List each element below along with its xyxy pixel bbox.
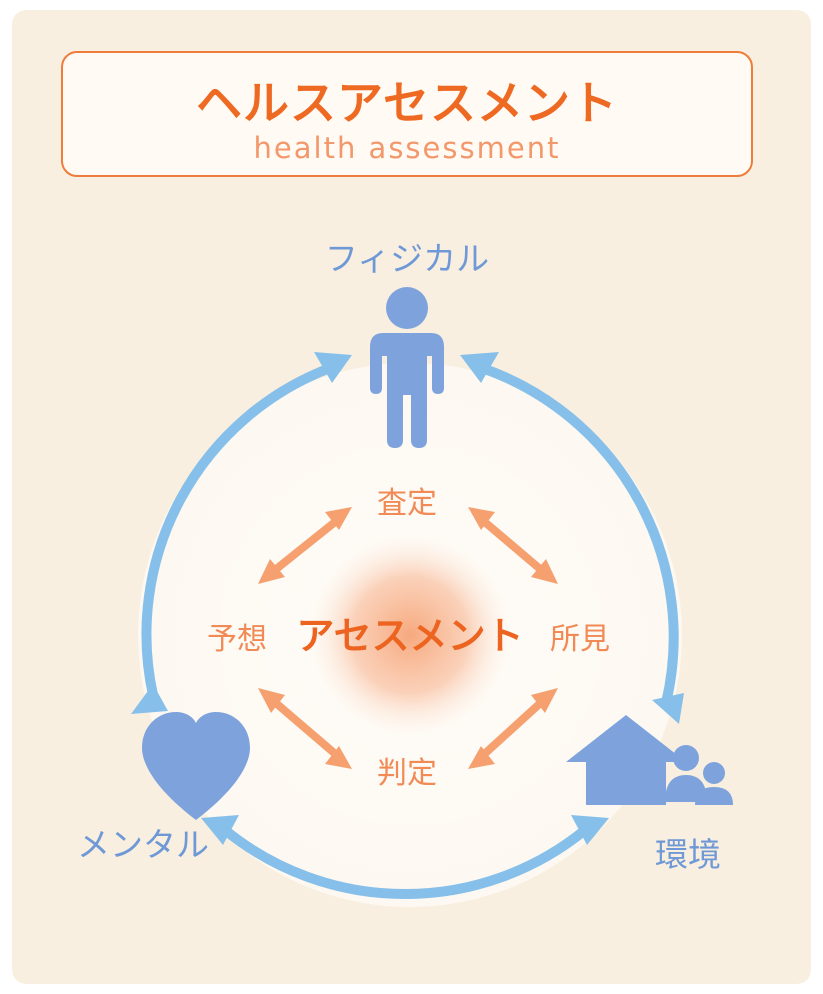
label-inspection: 査定 — [377, 486, 437, 521]
inner-arrow-top-right — [468, 507, 558, 584]
center-glow — [305, 530, 515, 740]
outer-arrow-bottom — [201, 815, 609, 900]
outer-arrow-right — [460, 352, 684, 724]
page-title: ヘルスアセスメント — [195, 76, 619, 130]
house-people-icon — [566, 715, 733, 805]
inner-arrow-top-left — [258, 507, 352, 584]
label-prediction: 予想 — [207, 622, 267, 657]
label-mental: メンタル — [77, 825, 209, 864]
label-physical: フィジカル — [325, 239, 489, 278]
inner-arrow-bottom-left — [258, 688, 352, 769]
center-label: アセスメント — [296, 614, 523, 658]
inner-arrow-bottom-right — [468, 688, 558, 769]
label-findings: 所見 — [550, 622, 610, 657]
page-subtitle: health assessment — [253, 131, 561, 165]
label-environment: 環境 — [655, 835, 721, 874]
outer-arrow-left — [131, 352, 352, 714]
heart-icon — [142, 712, 250, 820]
label-judgment: 判定 — [377, 756, 437, 791]
title-box: ヘルスアセスメント health assessment — [61, 51, 753, 177]
person-icon — [370, 287, 444, 448]
